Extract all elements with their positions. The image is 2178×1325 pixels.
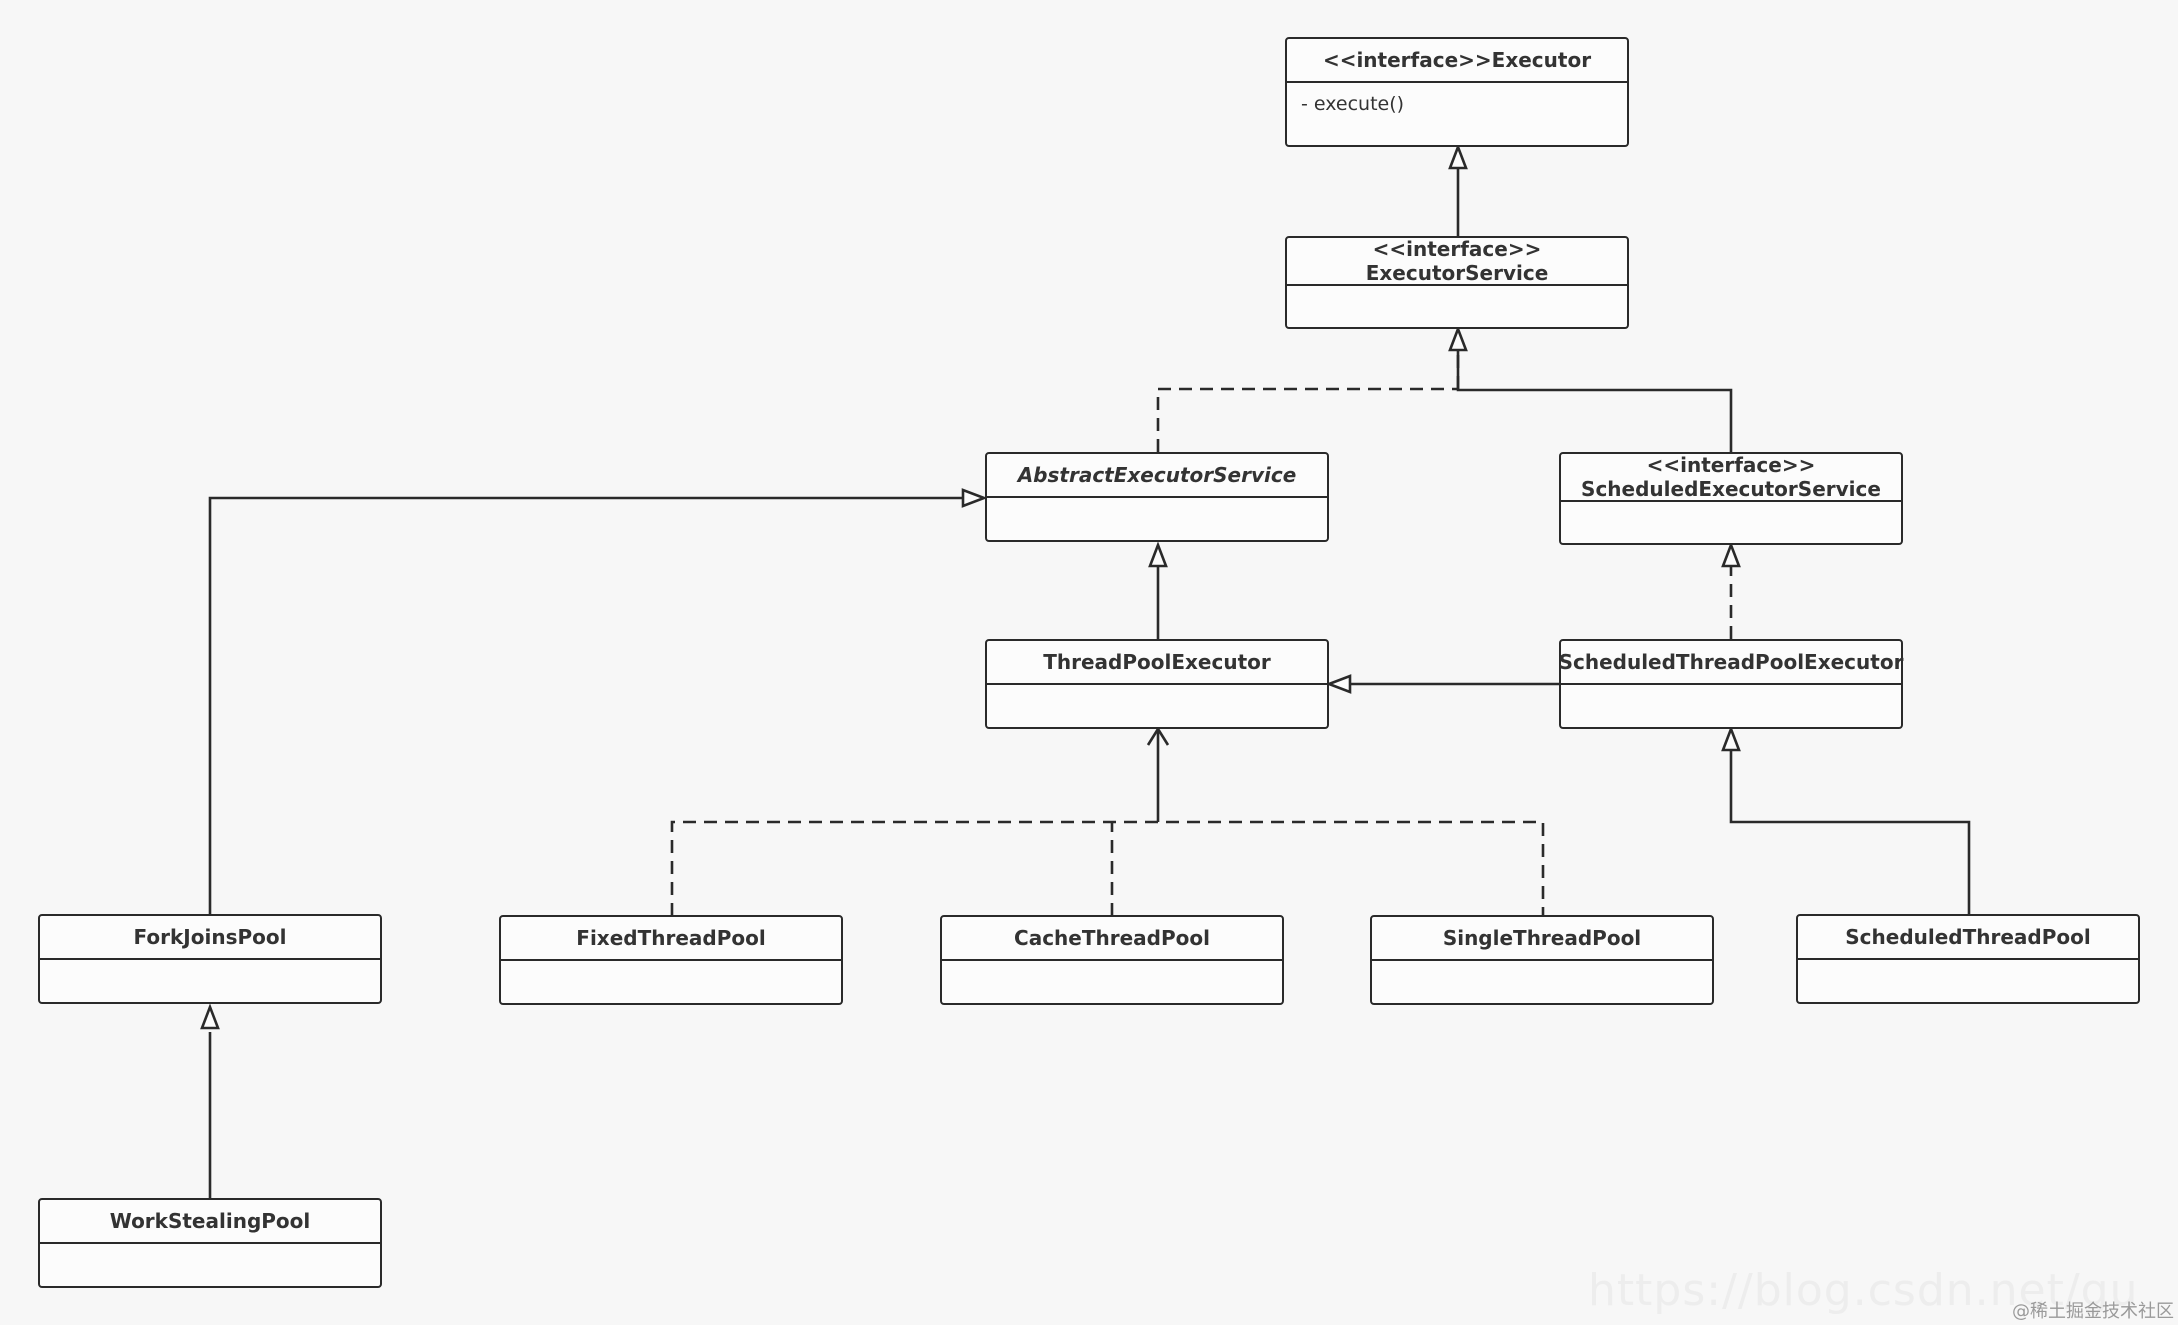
class-scheduled-executor-service-header: <<interface>> ScheduledExecutorService [1561, 453, 1901, 502]
watermark-url: https://blog.csdn.net/gu [1588, 1265, 2139, 1316]
class-fork-joins-pool[interactable]: ForkJoinsPool [38, 914, 382, 1004]
class-scheduled-thread-pool[interactable]: ScheduledThreadPool [1796, 914, 2140, 1004]
thread-pool-executor-name: ThreadPoolExecutor [987, 641, 1327, 685]
arrowhead-scheduledexecutorservice [1721, 541, 1741, 568]
abstract-executor-service-name: AbstractExecutorService [987, 454, 1327, 498]
arrowhead-executorservice [1448, 325, 1468, 352]
edge-scheduledexecutorservice-executorservice [1456, 350, 1733, 452]
class-thread-pool-executor[interactable]: ThreadPoolExecutor [985, 639, 1329, 729]
scheduled-executor-service-stereotype: <<interface>> [1646, 453, 1816, 477]
arrowhead-threadpoolexecutor-right [1325, 674, 1352, 694]
class-scheduled-thread-pool-executor[interactable]: ScheduledThreadPoolExecutor [1559, 639, 1903, 729]
class-work-stealing-pool[interactable]: WorkStealingPool [38, 1198, 382, 1288]
edge-abstractexecutorservice-executorservice [1156, 387, 1458, 452]
edge-fixedthreadpool-threadpoolexecutor [670, 820, 1545, 916]
executor-stereotype: <<interface>> [1322, 48, 1492, 72]
executor-name: Executor [1491, 48, 1592, 72]
work-stealing-pool-name: WorkStealingPool [40, 1200, 380, 1244]
arrowhead-executor [1448, 143, 1468, 170]
arrowhead-scheduledthreadpoolexecutor [1721, 725, 1741, 752]
executor-service-stereotype: <<interface>> [1372, 237, 1542, 261]
scheduled-thread-pool-executor-name: ScheduledThreadPoolExecutor [1559, 641, 1903, 685]
executor-operation: - execute() [1301, 93, 1405, 115]
class-single-thread-pool[interactable]: SingleThreadPool [1370, 915, 1714, 1005]
edge-scheduledthreadpool-scheduledthreadpoolexecutor [1729, 748, 1971, 914]
arrowhead-forkjoinspool [200, 1003, 220, 1030]
scheduled-executor-service-name: ScheduledExecutorService [1581, 477, 1881, 501]
class-executor-header: <<interface>>Executor [1287, 39, 1627, 83]
class-executor-service[interactable]: <<interface>> ExecutorService [1285, 236, 1629, 329]
edge-forkjoinspool-abstractexecutorservice [208, 496, 963, 914]
class-scheduled-executor-service[interactable]: <<interface>> ScheduledExecutorService [1559, 452, 1903, 545]
executor-service-name: ExecutorService [1365, 261, 1549, 285]
class-cache-thread-pool[interactable]: CacheThreadPool [940, 915, 1284, 1005]
watermark-site: @稀土掘金技术社区 [2012, 1301, 2174, 1322]
scheduled-thread-pool-name: ScheduledThreadPool [1798, 916, 2138, 960]
arrowhead-abstractexecutorservice-bottom [1148, 541, 1168, 568]
fork-joins-pool-name: ForkJoinsPool [40, 916, 380, 960]
single-thread-pool-name: SingleThreadPool [1372, 917, 1712, 961]
class-fixed-thread-pool[interactable]: FixedThreadPool [499, 915, 843, 1005]
class-abstract-executor-service[interactable]: AbstractExecutorService [985, 452, 1329, 542]
class-executor-service-header: <<interface>> ExecutorService [1287, 237, 1627, 286]
fixed-thread-pool-name: FixedThreadPool [501, 917, 841, 961]
class-executor[interactable]: <<interface>>Executor - execute() [1285, 37, 1629, 147]
arrowhead-abstractexecutorservice-left [961, 488, 988, 508]
cache-thread-pool-name: CacheThreadPool [942, 917, 1282, 961]
arrowhead-dependency-open [1146, 726, 1170, 746]
